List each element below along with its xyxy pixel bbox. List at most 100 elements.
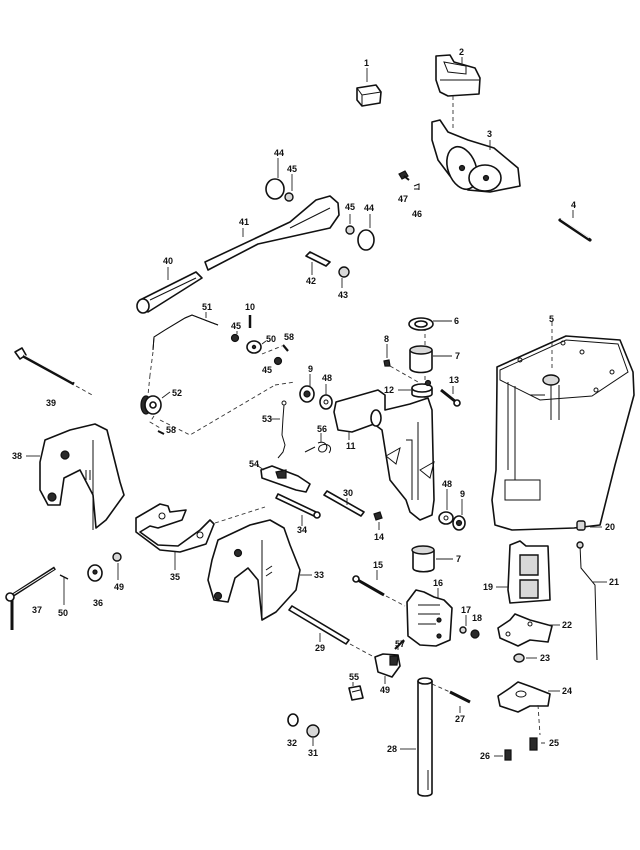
part-49-nut-left: 49 bbox=[112, 552, 124, 592]
label-27: 27 bbox=[455, 714, 465, 724]
part-48-washer-lower: 48 bbox=[438, 479, 454, 525]
part-20-grommet: 20 bbox=[576, 520, 615, 532]
part-45-nut-right: 45 bbox=[345, 202, 355, 235]
part-46-clip: 46 bbox=[412, 183, 422, 219]
part-44-washer-right: 44 bbox=[357, 203, 375, 251]
label-25: 25 bbox=[549, 738, 559, 748]
label-38: 38 bbox=[12, 451, 22, 461]
part-58-pin-upper: 58 bbox=[261, 332, 294, 355]
part-45-nut-left: 45 bbox=[284, 164, 297, 202]
label-18: 18 bbox=[472, 613, 482, 623]
label-6: 6 bbox=[454, 316, 459, 326]
label-15: 15 bbox=[373, 560, 383, 570]
label-45a: 45 bbox=[287, 164, 297, 174]
label-7a: 7 bbox=[455, 351, 460, 361]
part-41-tiller-arm: 41 bbox=[204, 195, 340, 271]
label-56: 56 bbox=[317, 424, 327, 434]
label-49b: 49 bbox=[380, 685, 390, 695]
part-9-lock-washer-upper: 9 bbox=[299, 364, 315, 403]
label-41: 41 bbox=[239, 217, 249, 227]
label-9b: 9 bbox=[460, 489, 465, 499]
label-49a: 49 bbox=[114, 582, 124, 592]
label-57: 57 bbox=[395, 639, 405, 649]
label-3: 3 bbox=[487, 129, 492, 139]
label-24: 24 bbox=[562, 686, 572, 696]
label-1: 1 bbox=[364, 58, 369, 68]
label-23: 23 bbox=[540, 653, 550, 663]
label-12: 12 bbox=[384, 385, 394, 395]
part-25-screw: 25 bbox=[529, 737, 559, 751]
part-17-washer: 17 bbox=[459, 605, 471, 634]
part-6-thrust-washer: 6 bbox=[408, 316, 459, 331]
part-28-steering-tube: 28 bbox=[387, 677, 433, 797]
part-57-spring-pin: 57 bbox=[394, 639, 405, 650]
label-44b: 44 bbox=[364, 203, 374, 213]
label-31: 31 bbox=[308, 748, 318, 758]
part-42-pin: 42 bbox=[305, 251, 331, 286]
label-44a: 44 bbox=[274, 148, 284, 158]
label-48a: 48 bbox=[322, 373, 332, 383]
part-55-clip: 55 bbox=[348, 672, 364, 701]
label-2: 2 bbox=[459, 47, 464, 57]
label-16: 16 bbox=[433, 578, 443, 588]
part-33-clamp-bracket-right: 33 bbox=[207, 519, 324, 621]
label-58b: 58 bbox=[166, 425, 176, 435]
label-46: 46 bbox=[412, 209, 422, 219]
label-47: 47 bbox=[398, 194, 408, 204]
part-14-grease-fitting: 14 bbox=[373, 511, 384, 542]
part-27-pin: 27 bbox=[431, 683, 471, 724]
part-40-tiller-grip: 40 bbox=[136, 256, 203, 314]
label-29: 29 bbox=[315, 643, 325, 653]
label-39: 39 bbox=[46, 398, 56, 408]
label-51: 51 bbox=[202, 302, 212, 312]
label-42: 42 bbox=[306, 276, 316, 286]
label-20: 20 bbox=[605, 522, 615, 532]
part-1-block: 1 bbox=[356, 58, 382, 107]
part-9-lock-washer-lower: 9 bbox=[452, 489, 466, 531]
part-45-nut-link-upper: 45 bbox=[230, 321, 241, 343]
part-13-bolt: 13 bbox=[440, 375, 461, 407]
part-10-screw: 10 bbox=[245, 302, 255, 328]
label-33: 33 bbox=[314, 570, 324, 580]
label-50a: 50 bbox=[266, 334, 276, 344]
label-53: 53 bbox=[262, 414, 272, 424]
part-16-steering-clamp: 16 bbox=[406, 578, 453, 647]
label-54: 54 bbox=[249, 459, 259, 469]
part-47-screw: 47 bbox=[398, 170, 410, 204]
part-8-screw: 8 bbox=[383, 334, 419, 383]
part-29-tilt-pin: 29 bbox=[288, 605, 375, 658]
label-28: 28 bbox=[387, 744, 397, 754]
part-36-washer: 36 bbox=[87, 564, 103, 608]
part-43-nut: 43 bbox=[338, 266, 350, 300]
label-26: 26 bbox=[480, 751, 490, 761]
part-7-bushing-lower: 7 bbox=[411, 545, 461, 573]
label-58a: 58 bbox=[284, 332, 294, 342]
part-24-mount-plate-lower: 24 bbox=[497, 681, 572, 736]
label-52: 52 bbox=[172, 388, 182, 398]
part-37-tilt-lever: 37 bbox=[5, 566, 56, 630]
part-19-lower-mount: 19 bbox=[483, 540, 551, 604]
part-30-pin: 30 bbox=[323, 488, 365, 517]
label-30: 30 bbox=[343, 488, 353, 498]
label-11: 11 bbox=[346, 441, 356, 451]
part-12-clamp-ring: 12 bbox=[384, 379, 433, 398]
label-17: 17 bbox=[461, 605, 471, 615]
part-15-bolt: 15 bbox=[352, 560, 406, 607]
label-10: 10 bbox=[245, 302, 255, 312]
part-4-stud: 4 bbox=[558, 200, 592, 242]
part-5-midsection-housing: 5 bbox=[491, 314, 635, 531]
part-7-bushing-upper: 7 bbox=[409, 345, 460, 374]
part-56-spring: 56 bbox=[304, 424, 332, 454]
part-54-lock-plate: 54 bbox=[249, 459, 311, 493]
label-13: 13 bbox=[449, 375, 459, 385]
part-22-mount-plate: 22 bbox=[497, 613, 572, 647]
label-43: 43 bbox=[338, 290, 348, 300]
part-26-screw: 26 bbox=[480, 749, 512, 761]
label-14: 14 bbox=[374, 532, 384, 542]
label-32: 32 bbox=[287, 738, 297, 748]
part-21-water-tube: 21 bbox=[576, 541, 619, 661]
label-36: 36 bbox=[93, 598, 103, 608]
part-45-nut-link-lower: 45 bbox=[262, 356, 283, 375]
label-7b: 7 bbox=[456, 554, 461, 564]
part-23-nut: 23 bbox=[513, 653, 550, 663]
